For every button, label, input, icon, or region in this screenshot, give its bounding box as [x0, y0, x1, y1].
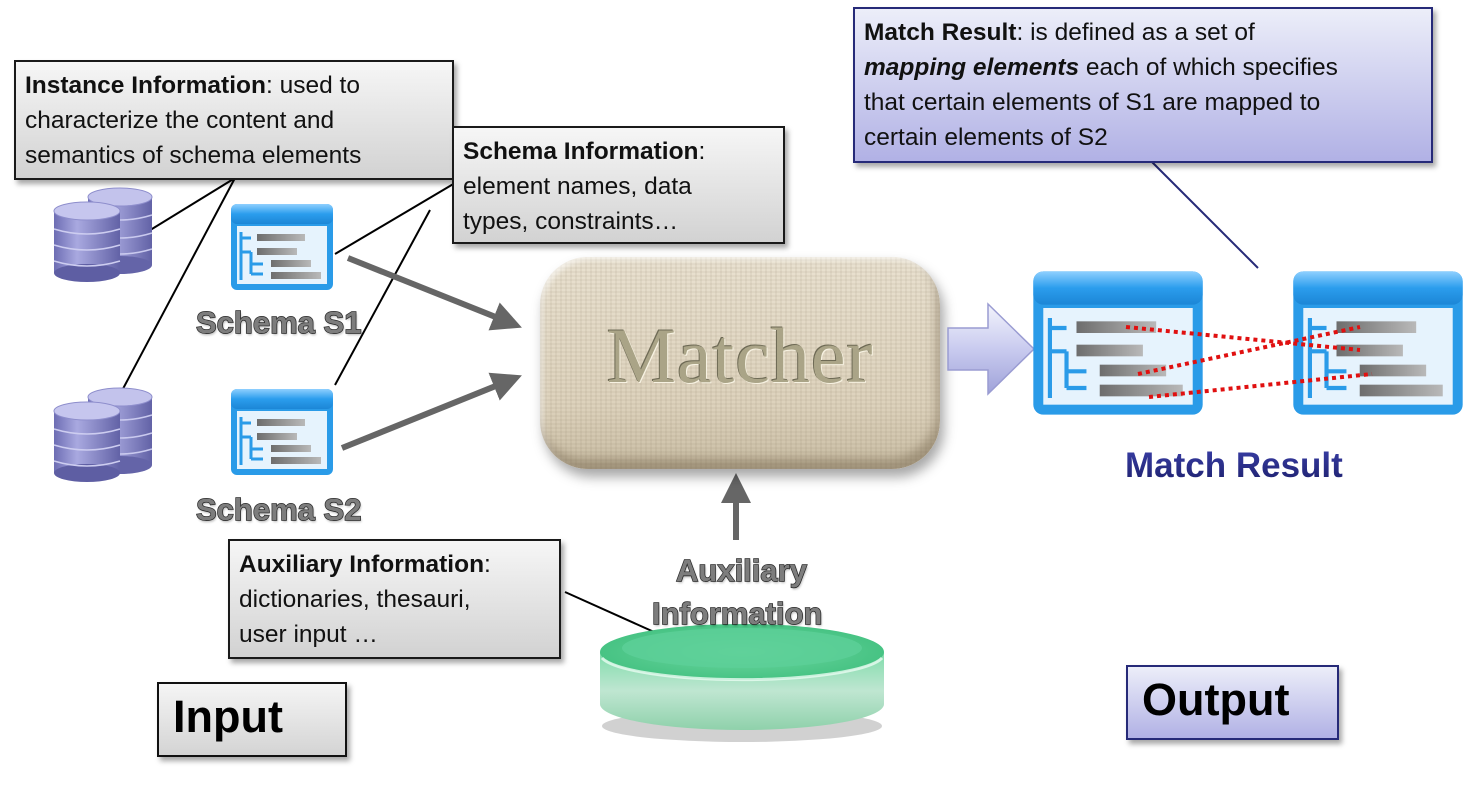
input-label-box: Input — [157, 682, 347, 757]
auxiliary-information-callout: Auxiliary Information: dictionaries, the… — [228, 539, 561, 659]
database-icon — [53, 187, 153, 282]
output-label-box: Output — [1126, 665, 1339, 740]
aux-db-label-line2: Information — [651, 595, 823, 631]
output-arrow-icon — [947, 302, 1036, 396]
leader-schema-to-s1 — [334, 182, 456, 255]
aux-info-line3: user input … — [239, 621, 378, 648]
schema-s2-icon — [231, 389, 333, 475]
match-result-title: Match Result — [1125, 446, 1343, 485]
instance-info-line2: characterize the content and — [25, 107, 335, 134]
arrow-s1-to-matcher — [346, 255, 522, 331]
schema-s1-label: Schema S1 — [195, 304, 362, 340]
leader-match-result — [1151, 161, 1259, 269]
schema-info-line2: element names, data — [463, 173, 692, 200]
mapping-line — [1137, 325, 1361, 376]
instance-info-line3: semantics of schema elements — [25, 142, 362, 169]
mapping-line — [1148, 372, 1373, 399]
output-label: Output — [1142, 674, 1290, 725]
aux-info-line2: dictionaries, thesauri, — [239, 586, 471, 613]
schema-s2-label: Schema S2 — [195, 491, 362, 527]
arrow-s2-to-matcher — [340, 372, 522, 451]
match-result-callout: Match Result: is defined as a set of map… — [853, 7, 1433, 163]
mapping-line — [1125, 325, 1361, 352]
schema-s1-icon — [231, 204, 333, 290]
aux-info-title: Auxiliary Information — [239, 551, 485, 578]
auxiliary-information-disk-icon — [600, 624, 884, 742]
database-icon — [53, 387, 153, 482]
mapping-elements-emphasis: mapping elements — [864, 54, 1080, 81]
matcher-block: Matcher — [540, 257, 940, 469]
matcher-label: Matcher — [606, 312, 874, 399]
schema-information-callout: Schema Information: element names, data … — [452, 126, 785, 244]
leader-schema-to-s2 — [334, 209, 431, 386]
match-result-callout-title: Match Result — [864, 19, 1017, 46]
aux-db-label-line1: Auxiliary — [675, 552, 807, 588]
input-label: Input — [173, 691, 283, 742]
schema-info-line3: types, constraints… — [463, 208, 679, 235]
schema-info-title: Schema Information — [463, 138, 699, 165]
instance-info-title: Instance Information — [25, 72, 266, 99]
instance-information-callout: Instance Information: used to characteri… — [14, 60, 454, 180]
match-result-line3: that certain elements of S1 are mapped t… — [864, 89, 1321, 116]
match-result-schema-left-icon — [1033, 271, 1203, 415]
match-result-line4: certain elements of S2 — [864, 124, 1108, 151]
